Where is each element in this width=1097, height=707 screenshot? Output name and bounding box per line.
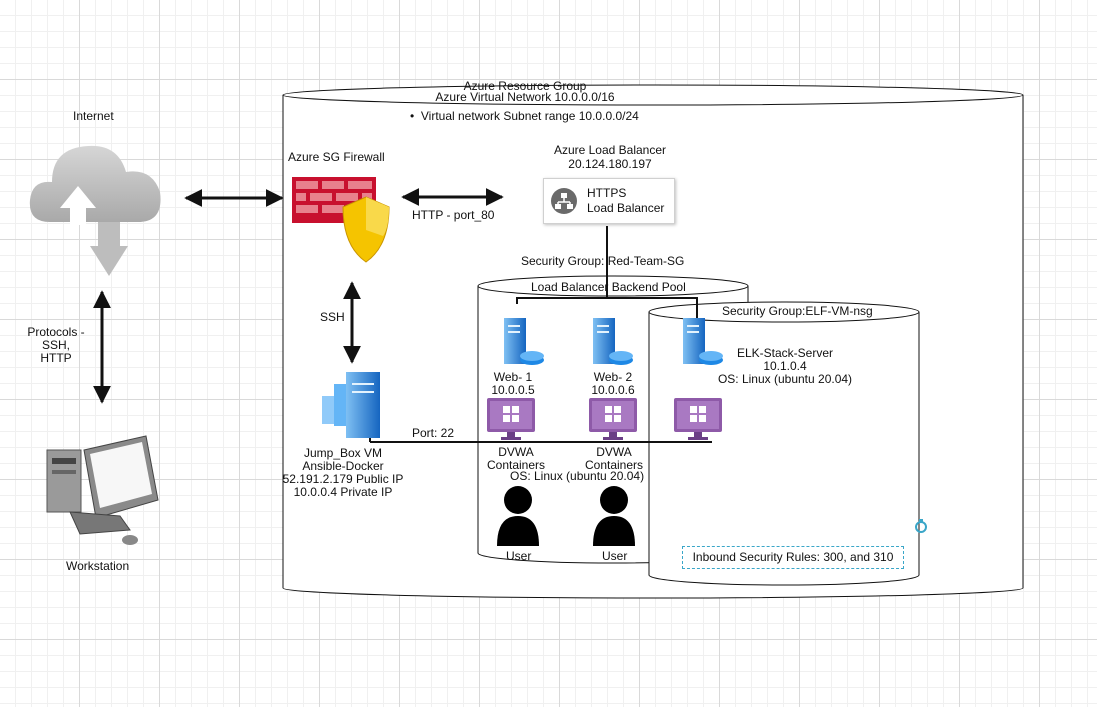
- resource-group-title: Azure Resource Group: [463, 79, 587, 93]
- dvwa-1-line-1: DVWA: [498, 445, 534, 459]
- protocols-line-2: SSH,: [41, 338, 70, 352]
- elk-ip: 10.1.0.4: [763, 359, 807, 373]
- dvwa-1-line-2: Containers: [486, 458, 546, 472]
- elk-os: OS: Linux (ubuntu 20.04): [717, 372, 853, 386]
- user-2-icon: [593, 486, 635, 546]
- ssh-label: SSH: [320, 310, 345, 324]
- workstation-label: Workstation: [66, 559, 130, 573]
- port-22-label: Port: 22: [412, 426, 455, 440]
- web-1-label: Web- 1 10.0.0.5: [480, 371, 546, 397]
- backend-pool-label: Load Balancer Backend Pool: [531, 280, 686, 294]
- jumpbox-line-2: Ansible-Docker: [302, 459, 384, 473]
- protocols-label: Protocols - SSH, HTTP: [20, 326, 92, 365]
- user-1-label: User: [506, 549, 532, 563]
- internet-cloud-icon: [29, 145, 161, 276]
- dvwa-2-line-1: DVWA: [596, 445, 632, 459]
- load-balancer-box[interactable]: HTTPS Load Balancer: [543, 178, 675, 224]
- elk-sg-label: Security Group:ELF-VM-nsg: [722, 304, 873, 318]
- dvwa-1-vm-icon: [487, 398, 535, 440]
- shield-icon: [342, 196, 390, 263]
- web-2-label: Web- 2 10.0.0.6: [580, 371, 646, 397]
- internet-label: Internet: [73, 109, 114, 123]
- web-os-label: OS: Linux (ubuntu 20.04): [510, 469, 645, 483]
- dvwa-2-label: DVWA Containers: [574, 446, 654, 472]
- user-1-icon: [497, 486, 539, 546]
- dvwa-2-line-2: Containers: [584, 458, 644, 472]
- elk-server-icon: [683, 318, 723, 365]
- elk-label: ELK-Stack-Server 10.1.0.4 OS: Linux (ubu…: [712, 347, 858, 386]
- lb-box-line2: Load Balancer: [587, 201, 665, 215]
- jumpbox-line-1: Jump_Box VM: [303, 446, 383, 460]
- jumpbox-server-icon: [322, 372, 380, 438]
- vnet-label: Azure Virtual Network 10.0.0.0/16: [435, 90, 615, 104]
- http-port-label: HTTP - port_80: [412, 208, 495, 222]
- firewall-label: Azure SG Firewall: [288, 150, 385, 164]
- inbound-rules-box[interactable]: Inbound Security Rules: 300, and 310: [682, 546, 904, 569]
- load-balancer-icon: [551, 188, 577, 214]
- red-team-sg-label: Security Group: Red-Team-SG: [521, 254, 685, 268]
- dvwa-2-vm-icon: [589, 398, 637, 440]
- web-2-ip: 10.0.0.6: [591, 383, 635, 397]
- lb-title: Azure Load Balancer: [553, 143, 667, 157]
- web-2-server-icon: [593, 318, 633, 365]
- web-1-ip: 10.0.0.5: [491, 383, 535, 397]
- connector-lines: [369, 226, 712, 443]
- lb-box-line1: HTTPS: [587, 186, 627, 200]
- jumpbox-label: Jump_Box VM Ansible-Docker 52.191.2.179 …: [270, 447, 416, 499]
- elk-name: ELK-Stack-Server: [736, 346, 834, 360]
- user-2-label: User: [602, 549, 628, 563]
- elk-vm-icon: [674, 398, 722, 440]
- elk-cylinder: [648, 301, 920, 586]
- refresh-icon[interactable]: [915, 519, 927, 533]
- web-1-server-icon: [504, 318, 544, 365]
- lb-ip: 20.124.180.197: [568, 157, 652, 171]
- dvwa-1-label: DVWA Containers: [476, 446, 556, 472]
- workstation-icon: [46, 435, 159, 545]
- protocols-line-3: HTTP: [40, 351, 72, 365]
- web-2-name: Web- 2: [593, 370, 633, 384]
- jumpbox-line-3: 52.191.2.179 Public IP: [282, 472, 404, 486]
- subnet-range-text: Virtual network Subnet range 10.0.0.0/24: [420, 109, 639, 123]
- protocols-line-1: Protocols -: [27, 325, 85, 339]
- jumpbox-line-4: 10.0.0.4 Private IP: [293, 485, 393, 499]
- bullet-icon: •: [410, 109, 421, 123]
- subnet-bullet-label: • Virtual network Subnet range 10.0.0.0/…: [410, 110, 639, 123]
- web-1-name: Web- 1: [493, 370, 533, 384]
